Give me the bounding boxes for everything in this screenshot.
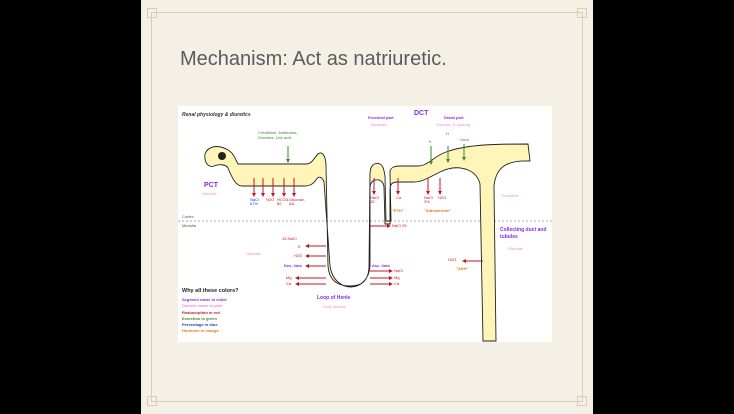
legend-item-reabsorption: Reabsorption in red: [182, 309, 220, 315]
h2o-cd-label: H2O: [448, 257, 457, 262]
nacl-15-label: 15 NaCl: [282, 236, 297, 241]
h2o-pct-label: H2O: [266, 197, 275, 202]
osmotic-desc-label: Osmotic: [246, 251, 261, 256]
legend-item-excretion: Excretion in green: [182, 315, 217, 321]
legend: Segment name in violet Diuretic name in …: [182, 297, 227, 335]
slide-frame: [147, 8, 587, 406]
mg-asc-label: Mg: [394, 275, 400, 280]
nacl-pct-label: NaCl 67%: [250, 197, 259, 206]
legend-title: Why all these colors?: [182, 288, 239, 294]
frame-corner: [577, 396, 587, 406]
asc-limb-label: Asc. limb: [372, 263, 390, 268]
nacl-distal-label: NaCl 3%: [424, 195, 433, 204]
nephron-diagram: Renal physiology & diuretics Cortex Medu…: [178, 106, 552, 342]
excretion-arrows: [286, 144, 466, 165]
proximal-part-label: Proximal part: [368, 115, 394, 120]
loop-of-henle-label: Loop of Henle: [317, 295, 351, 301]
pct-diuretic: Osmotic: [202, 191, 217, 196]
glomerulus: [218, 152, 226, 160]
collecting-duct-diuretic: Osmotic: [508, 246, 523, 251]
k-desc-label: K: [298, 244, 301, 249]
loop-diuretic: Loop diuretic: [323, 304, 346, 309]
cortex-label: Cortex: [182, 214, 194, 219]
distal-part-label: Distal part: [444, 115, 464, 120]
nacl-25-label: NaCl 25: [392, 223, 407, 228]
h-secretion-label: H: [446, 131, 449, 136]
h2o-desc-label: H2O: [294, 253, 303, 258]
collecting-duct-label: Collecting duct and tubules: [500, 227, 547, 240]
reabsorption-arrows: [252, 178, 483, 286]
ca-dct-label: Ca: [396, 195, 402, 200]
adh-label: "ADH": [456, 266, 469, 271]
nacl-asc-label: NaCl: [394, 268, 403, 273]
mg-desc-label: Mg: [286, 275, 292, 280]
nephron-svg: [178, 143, 552, 342]
frame-corner: [147, 8, 157, 18]
frame-corner: [577, 8, 587, 18]
tubule-osm-label: Proactive: [502, 193, 519, 198]
proximal-part-diuretic: thiazides: [371, 122, 387, 127]
frame-corner: [147, 396, 157, 406]
h2o-distal-label: H2O: [438, 195, 447, 200]
desc-limb-label: Des. limb: [284, 263, 302, 268]
legend-item-hormone: Hormone in orange: [182, 328, 219, 334]
pct-label: PCT: [204, 182, 218, 189]
ca-asc-label: Ca: [394, 281, 400, 286]
legend-item-diuretic: Diuretic name in pink: [182, 303, 223, 309]
creatinine-label: Creatinine, Antibiotics, Diuretics, Uric…: [258, 130, 298, 140]
k-secretion-label: K: [429, 139, 432, 144]
diagram-heading: Renal physiology & diuretics: [182, 112, 251, 118]
urea-label: Urea: [460, 137, 469, 142]
aldosterone-label: "Aldosterone": [424, 208, 452, 213]
tubule-path: [204, 143, 531, 342]
slide-title: Mechanism: Act as natriuretic.: [180, 48, 447, 70]
pth-label: "PTH": [392, 208, 404, 213]
hco3-label: HCO3- 80: [277, 197, 290, 206]
ca-desc-label: Ca: [286, 281, 292, 286]
glucose-label: Glucose, AA: [289, 197, 305, 206]
nacl-dct-label: NaCl 15: [370, 195, 379, 204]
distal-part-diuretic: Osmotic, K-sparing: [436, 122, 471, 127]
legend-item-percentage: Percentage in blue: [182, 322, 218, 328]
medulla-label: Medulla: [182, 223, 197, 228]
dct-label: DCT: [414, 110, 429, 117]
legend-item-segment: Segment name in violet: [182, 297, 227, 302]
